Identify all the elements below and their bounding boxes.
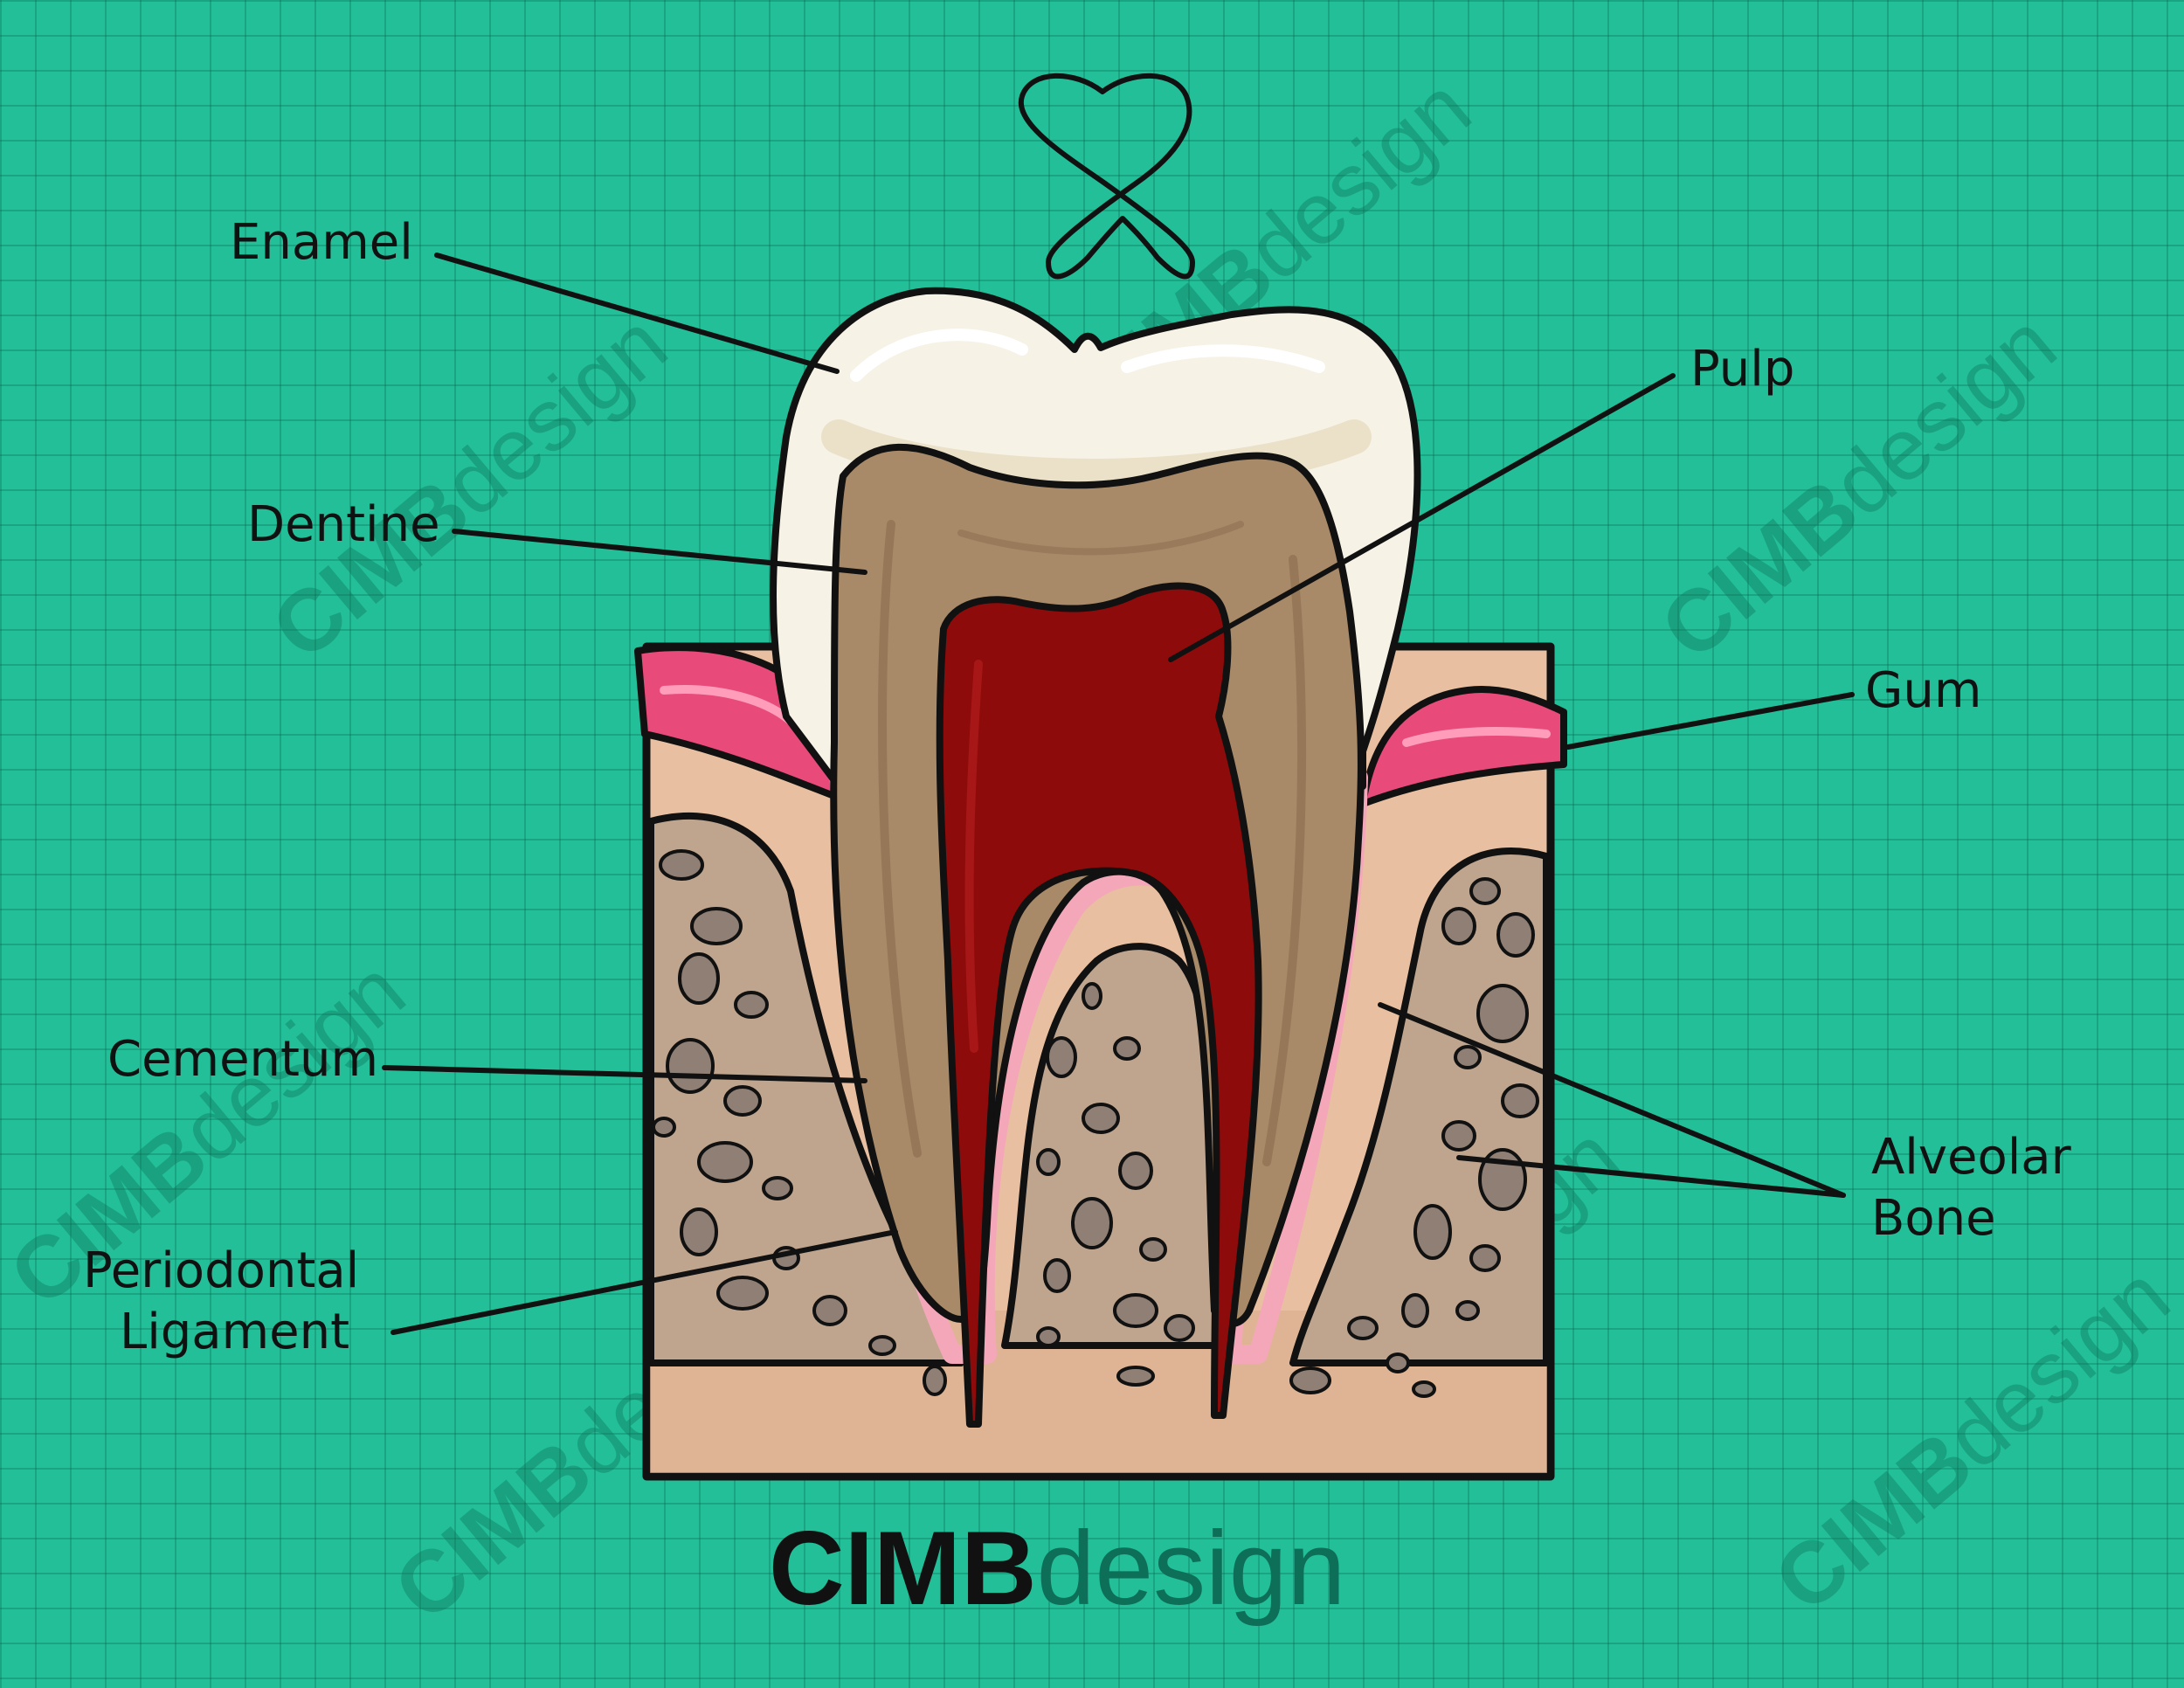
tooth-logo-icon [1018, 73, 1195, 280]
label-enamel: Enamel [230, 214, 413, 271]
label-dentine: Dentine [247, 496, 440, 553]
label-cementum: Cementum [107, 1031, 379, 1088]
label-periodontal-ligament: Periodontal Ligament [83, 1242, 360, 1360]
label-alveolar-bone: Alveolar Bone [1871, 1129, 2071, 1247]
label-pulp: Pulp [1690, 341, 1795, 398]
gum-right [1359, 686, 1567, 807]
leader-lines [382, 253, 1855, 1335]
label-gum: Gum [1865, 662, 1982, 719]
pulp [936, 582, 1262, 1428]
alveolar-bone-right [1289, 847, 1550, 1366]
brand-logo-text: CIMBdesign [769, 1510, 1346, 1627]
